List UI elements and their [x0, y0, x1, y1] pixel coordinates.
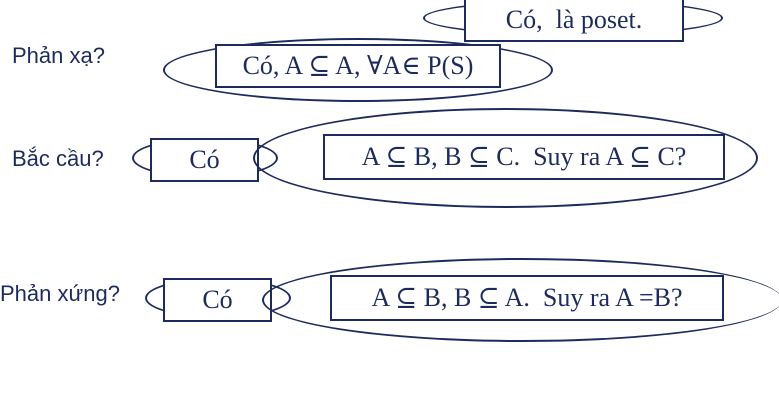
- reflexive-oval: [163, 38, 553, 102]
- antisymmetric-reason-oval: [262, 258, 779, 342]
- conclusion-box: Có, là poset.: [464, 0, 684, 42]
- reflexive-answer-box: Có, A ⊆ A, ∀A∈ P(S): [215, 44, 501, 88]
- question-antisymmetric: Phản xứng?: [0, 281, 120, 306]
- transitive-answer-box: Có: [150, 138, 259, 182]
- transitive-reason-oval: [253, 108, 758, 208]
- transitive-reason-box: A ⊆ B, B ⊆ C. Suy ra A ⊆ C?: [323, 134, 725, 180]
- transitive-reason-text: A ⊆ B, B ⊆ C. Suy ra A ⊆ C?: [361, 142, 687, 171]
- question-transitive: Bắc cầu?: [12, 146, 104, 171]
- question-reflexive: Phản xạ?: [12, 43, 105, 68]
- reflexive-answer-text: Có, A ⊆ A, ∀A∈ P(S): [242, 51, 474, 80]
- transitive-answer-text: Có: [189, 145, 220, 174]
- antisymmetric-answer-box: Có: [163, 278, 272, 322]
- antisymmetric-reason-text: A ⊆ B, B ⊆ A. Suy ra A =B?: [371, 283, 683, 312]
- antisymmetric-reason-box: A ⊆ B, B ⊆ A. Suy ra A =B?: [330, 275, 724, 321]
- antisymmetric-answer-text: Có: [202, 285, 233, 314]
- conclusion-text: Có, là poset.: [505, 5, 643, 34]
